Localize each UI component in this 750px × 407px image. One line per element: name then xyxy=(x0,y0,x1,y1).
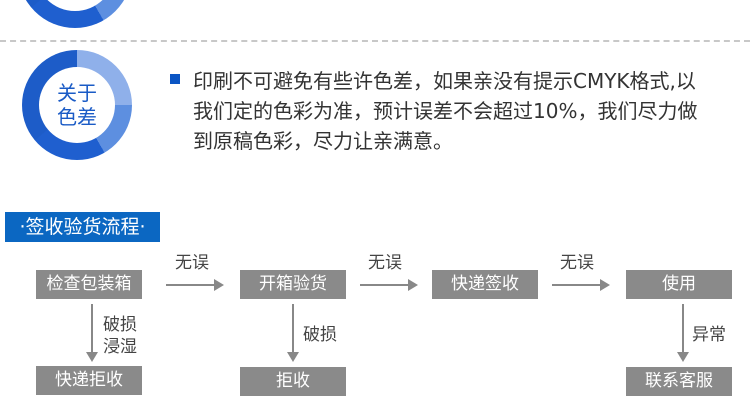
color-note-text: 印刷不可避免有些许色差，如果亲没有提示CMYK格式,以 我们定的色彩为准，预计误… xyxy=(193,66,697,156)
condition-label: 破损 浸湿 xyxy=(103,315,137,357)
decorative-ring-top xyxy=(18,0,132,28)
ok-label: 无误 xyxy=(368,253,402,273)
arrow-down-icon xyxy=(287,304,299,362)
step-sign: 快递签收 xyxy=(432,270,538,299)
outcome-courier-reject: 快递拒收 xyxy=(36,366,142,395)
arrow-right-icon xyxy=(552,279,610,291)
arrow-down-icon xyxy=(86,304,98,362)
section-title: ·签收验货流程· xyxy=(5,212,160,242)
text-line: 到原稿色彩，尽力让亲满意。 xyxy=(193,129,453,153)
color-note-badge-label: 关于 色差 xyxy=(39,67,115,143)
ok-label: 无误 xyxy=(175,253,209,273)
bullet-icon xyxy=(170,74,180,84)
step-use: 使用 xyxy=(626,270,732,299)
outcome-contact-support: 联系客服 xyxy=(626,367,732,396)
arrow-right-icon xyxy=(360,279,418,291)
condition-label: 异常 xyxy=(692,325,726,345)
color-note-badge: 关于 色差 xyxy=(22,50,132,160)
step-open-inspect: 开箱验货 xyxy=(240,270,346,299)
arrow-down-icon xyxy=(677,304,689,362)
step-check-package: 检查包装箱 xyxy=(36,270,142,299)
outcome-reject: 拒收 xyxy=(240,367,346,396)
ok-label: 无误 xyxy=(560,253,594,273)
condition-label: 破损 xyxy=(303,325,337,345)
divider xyxy=(0,40,750,42)
arrow-right-icon xyxy=(166,279,224,291)
text-line: 印刷不可避免有些许色差，如果亲没有提示CMYK格式,以 xyxy=(193,69,696,93)
text-line: 我们定的色彩为准，预计误差不会超过10%，我们尽力做 xyxy=(193,99,698,123)
